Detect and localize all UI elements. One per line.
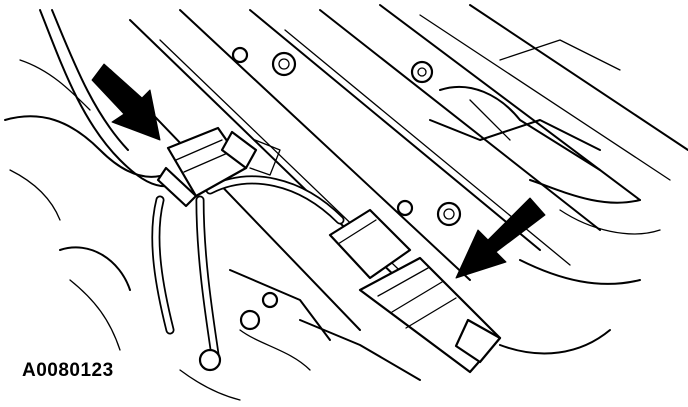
figure-id-label: A0080123 (22, 360, 114, 381)
upper-left-harness (4, 9, 171, 221)
upper-right-assembly (429, 39, 661, 285)
right-connector (328, 208, 611, 374)
lower-left-components (59, 246, 421, 401)
wire-harness-main (151, 175, 345, 360)
left-connector (156, 126, 281, 208)
arrow-left-connector (91, 63, 161, 141)
bolts (231, 46, 462, 331)
arrow-right-connector (455, 197, 546, 279)
